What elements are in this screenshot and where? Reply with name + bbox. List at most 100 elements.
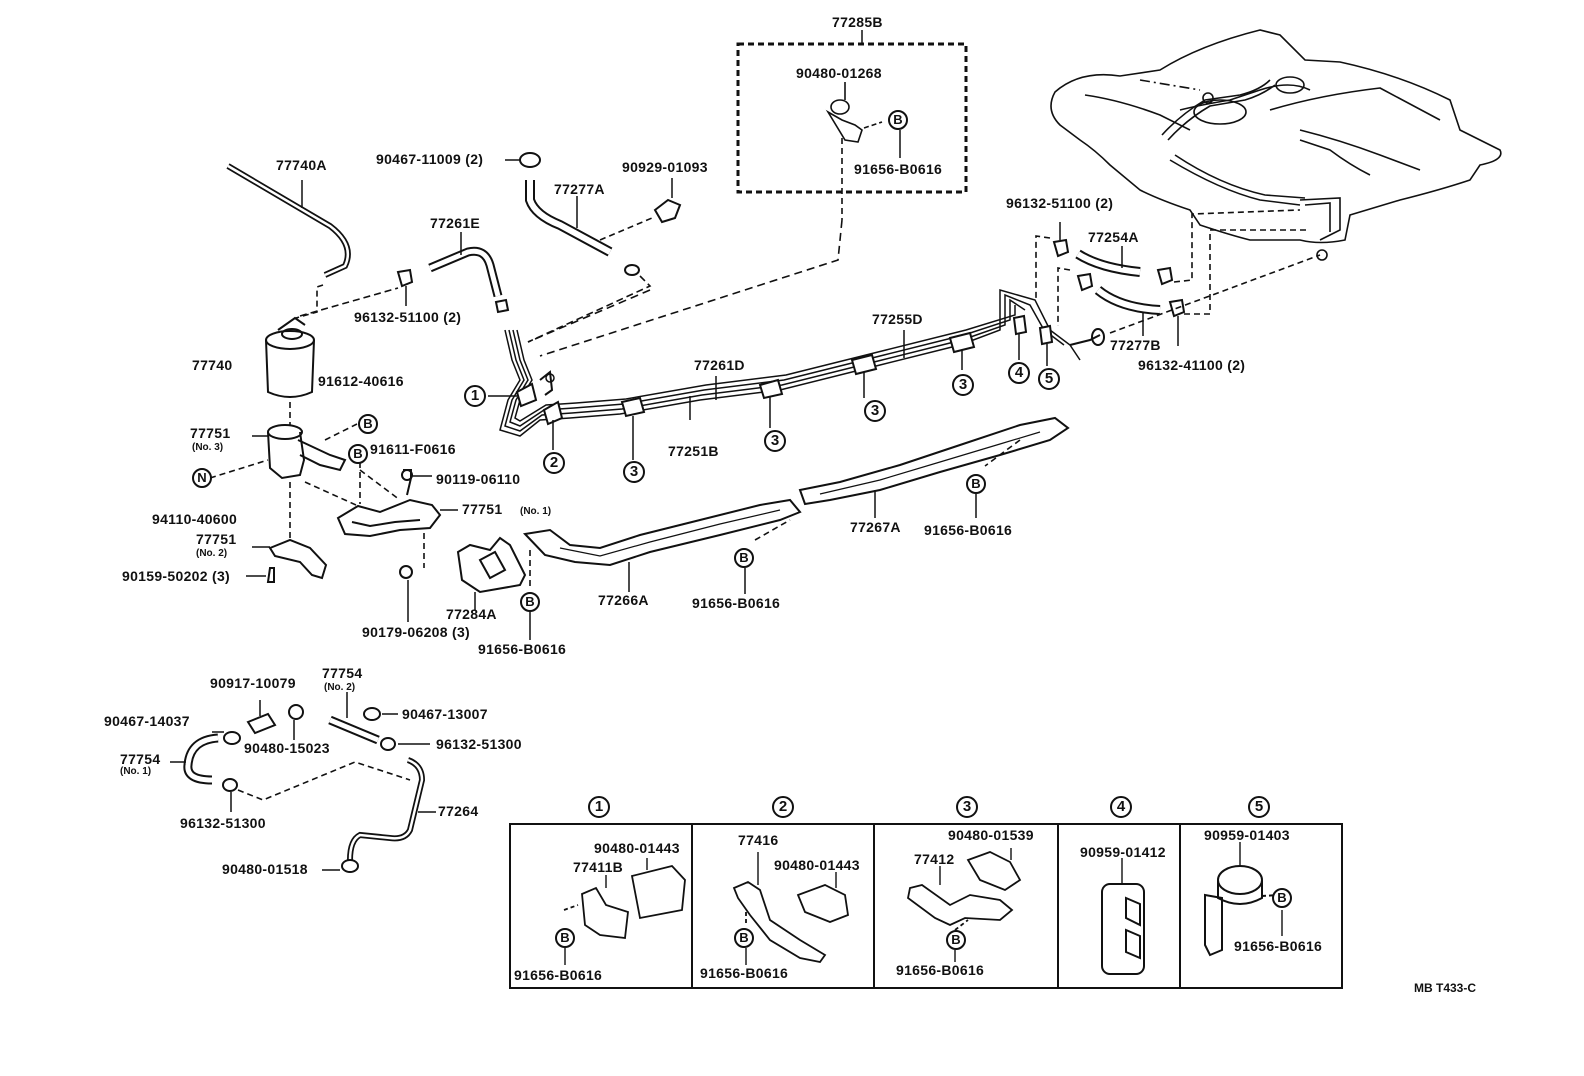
panel-3-part-c: 91656-B0616	[896, 962, 985, 978]
marker-b-91612: B	[358, 414, 378, 434]
panel-1-part-c: 91656-B0616	[514, 967, 603, 983]
panel-2-number: 2	[772, 796, 794, 818]
label-94110-40600: 94110-40600	[152, 511, 238, 527]
label-77251B: 77251B	[668, 443, 719, 459]
clip-96132-51100-left	[398, 270, 412, 286]
clamp-callout-1: 1	[464, 385, 486, 407]
right-dashed-guides	[1036, 210, 1320, 333]
clamp-callout-3c: 3	[864, 400, 886, 422]
label-91656-B0616-a: 91656-B0616	[478, 641, 567, 657]
nut-90179-06208	[400, 566, 412, 578]
panel-4-part-a: 90959-01412	[1080, 844, 1166, 860]
clamp-callout-4: 4	[1008, 362, 1030, 384]
marker-b-77266A: B	[734, 548, 754, 568]
marker-b-77284A: B	[520, 592, 540, 612]
label-91656-B0616-box: 91656-B0616	[854, 161, 943, 177]
cap-90480-15023	[289, 705, 303, 719]
panel-2-drawing	[734, 852, 848, 965]
clamp-bracket-drawing	[828, 82, 900, 220]
label-90917-10079: 90917-10079	[210, 675, 296, 691]
panel-2-part-b: 90480-01443	[774, 857, 860, 873]
label-77751-no1-sub: (No. 1)	[520, 506, 552, 517]
label-90929-01093: 90929-01093	[622, 159, 708, 175]
pipe-clamps	[517, 316, 1052, 424]
label-77261D: 77261D	[694, 357, 745, 373]
label-77751-no1: 77751	[462, 501, 503, 517]
label-77261E: 77261E	[430, 215, 481, 231]
label-96132-51300-a: 96132-51300	[436, 736, 522, 752]
label-77266A: 77266A	[598, 592, 649, 608]
canister-bracket-77751-no3	[268, 425, 345, 478]
hose-clips-right	[1054, 240, 1184, 316]
label-77740A: 77740A	[276, 157, 327, 173]
label-77751-no2: 77751	[196, 531, 237, 547]
hose-77740A	[228, 166, 348, 275]
panel-2-part-a: 77416	[738, 832, 779, 848]
panel-2-part-c: 91656-B0616	[700, 965, 789, 981]
label-96132-51100-left: 96132-51100 (2)	[354, 309, 462, 325]
marker-b-77267A: B	[966, 474, 986, 494]
label-90467-14037: 90467-14037	[104, 713, 190, 729]
label-90480-01268: 90480-01268	[796, 65, 882, 81]
panel-3-part-b: 77412	[914, 851, 955, 867]
panel-3-drawing	[908, 848, 1020, 962]
panel-5-part-a: 90959-01403	[1204, 827, 1290, 843]
label-77754-no1-sub: (No. 1)	[120, 766, 152, 777]
label-77285B: 77285B	[832, 14, 883, 30]
panel-5-number: 5	[1248, 796, 1270, 818]
valve-90917-10079	[248, 714, 275, 733]
panel-5-drawing	[1205, 842, 1282, 955]
label-91611-F0616: 91611-F0616	[370, 441, 456, 457]
clamp-callout-3a: 3	[623, 461, 645, 483]
panel-2-marker-b: B	[734, 928, 754, 948]
label-77751-no3-sub: (No. 3)	[192, 442, 224, 453]
label-77754-no2-sub: (No. 2)	[324, 682, 356, 693]
label-91612-40616: 91612-40616	[318, 373, 404, 389]
label-77277A: 77277A	[554, 181, 605, 197]
pipe-77264	[350, 760, 422, 860]
label-77255D: 77255D	[872, 311, 923, 327]
clamp-90467-13007	[364, 708, 380, 720]
panel-1-part-b: 77411B	[573, 859, 624, 875]
label-77267A: 77267A	[850, 519, 901, 535]
label-96132-51100-right: 96132-51100 (2)	[1006, 195, 1114, 211]
label-96132-41100: 96132-41100 (2)	[1138, 357, 1246, 373]
panel-4-drawing	[1102, 858, 1144, 974]
label-77751-no2-sub: (No. 2)	[196, 548, 228, 559]
marker-b-box: B	[888, 110, 908, 130]
label-90179-06208: 90179-06208 (3)	[362, 624, 471, 640]
protector-77266A	[525, 500, 800, 565]
panel-1-number: 1	[588, 796, 610, 818]
label-90467-11009: 90467-11009 (2)	[376, 151, 484, 167]
canister-77740	[266, 318, 314, 397]
protector-77267A	[800, 418, 1068, 504]
label-77264: 77264	[438, 803, 479, 819]
clamp-callout-3b: 3	[764, 430, 786, 452]
bolt-90119-06110	[403, 470, 411, 495]
assembly-77285B-box	[738, 44, 966, 192]
panel-1-part-a: 90480-01443	[594, 840, 680, 856]
panel-3-number: 3	[956, 796, 978, 818]
cap-90480-01518	[342, 860, 358, 872]
clamp-90467-14037	[224, 732, 240, 744]
label-90480-15023: 90480-15023	[244, 740, 330, 756]
detail-panels-frame	[510, 824, 1342, 988]
fuel-tank-drawing	[1051, 30, 1501, 260]
label-96132-51300-b: 96132-51300	[180, 815, 266, 831]
label-90467-13007: 90467-13007	[402, 706, 488, 722]
bolt-90159-50202	[268, 568, 274, 582]
clamp-90467-11009	[520, 153, 540, 167]
label-90159-50202: 90159-50202 (3)	[122, 568, 231, 584]
bracket-77751-no2	[270, 540, 326, 578]
panel-1-drawing	[564, 858, 685, 965]
diagram-code: MB T433-C	[1414, 981, 1477, 995]
clamp-90929-01093	[655, 200, 680, 222]
label-77754-no1: 77754	[120, 751, 161, 767]
bracket-77751-no1	[338, 500, 440, 536]
label-90119-06110: 90119-06110	[436, 471, 521, 487]
clamp-callout-2: 2	[543, 452, 565, 474]
label-91656-B0616-b: 91656-B0616	[692, 595, 781, 611]
protector-77284A	[458, 538, 525, 592]
marker-n: N	[192, 468, 212, 488]
label-77751-no3: 77751	[190, 425, 231, 441]
